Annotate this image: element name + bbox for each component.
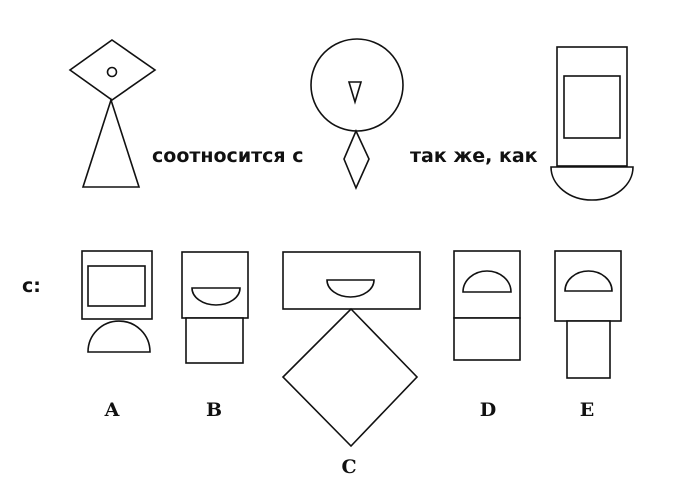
option-a-inner-rectangle xyxy=(87,265,146,307)
phrase-same-as: так же, как xyxy=(410,145,538,167)
option-label-a: A xyxy=(104,399,120,421)
figure-3-inner-square xyxy=(563,75,621,139)
option-e[interactable] xyxy=(554,250,622,379)
option-c[interactable] xyxy=(281,251,421,448)
figure-2-inner-triangle xyxy=(347,81,363,105)
figure-3-semicircle xyxy=(550,166,634,201)
figure-diamond-triangle xyxy=(68,39,157,188)
option-b-bottom-square xyxy=(185,317,244,364)
option-b[interactable] xyxy=(181,251,249,364)
option-e-bottom-rectangle xyxy=(566,320,611,379)
figure-rectangle-semicircle xyxy=(550,46,634,201)
option-a-semicircle xyxy=(87,320,151,353)
option-label-e: E xyxy=(580,399,594,421)
option-c-diamond xyxy=(281,307,419,448)
phrase-relates: соотносится с xyxy=(152,145,304,167)
option-label-c: C xyxy=(341,456,356,478)
figure-1-triangle xyxy=(81,97,141,188)
figure-1-dot xyxy=(106,66,118,78)
option-e-semicircle xyxy=(564,270,613,292)
option-d-semicircle xyxy=(462,270,512,293)
figure-2-small-diamond xyxy=(343,129,370,191)
option-label-b: B xyxy=(206,399,222,421)
options-prefix: с: xyxy=(22,275,41,297)
option-c-semicircle xyxy=(326,279,375,298)
option-d-bottom-square xyxy=(453,317,521,361)
figure-circle-diamond xyxy=(310,38,404,191)
option-label-d: D xyxy=(480,399,496,421)
option-a[interactable] xyxy=(81,250,153,353)
option-b-semicircle xyxy=(191,287,241,306)
option-b-top-square xyxy=(181,251,249,319)
option-d[interactable] xyxy=(453,250,521,361)
